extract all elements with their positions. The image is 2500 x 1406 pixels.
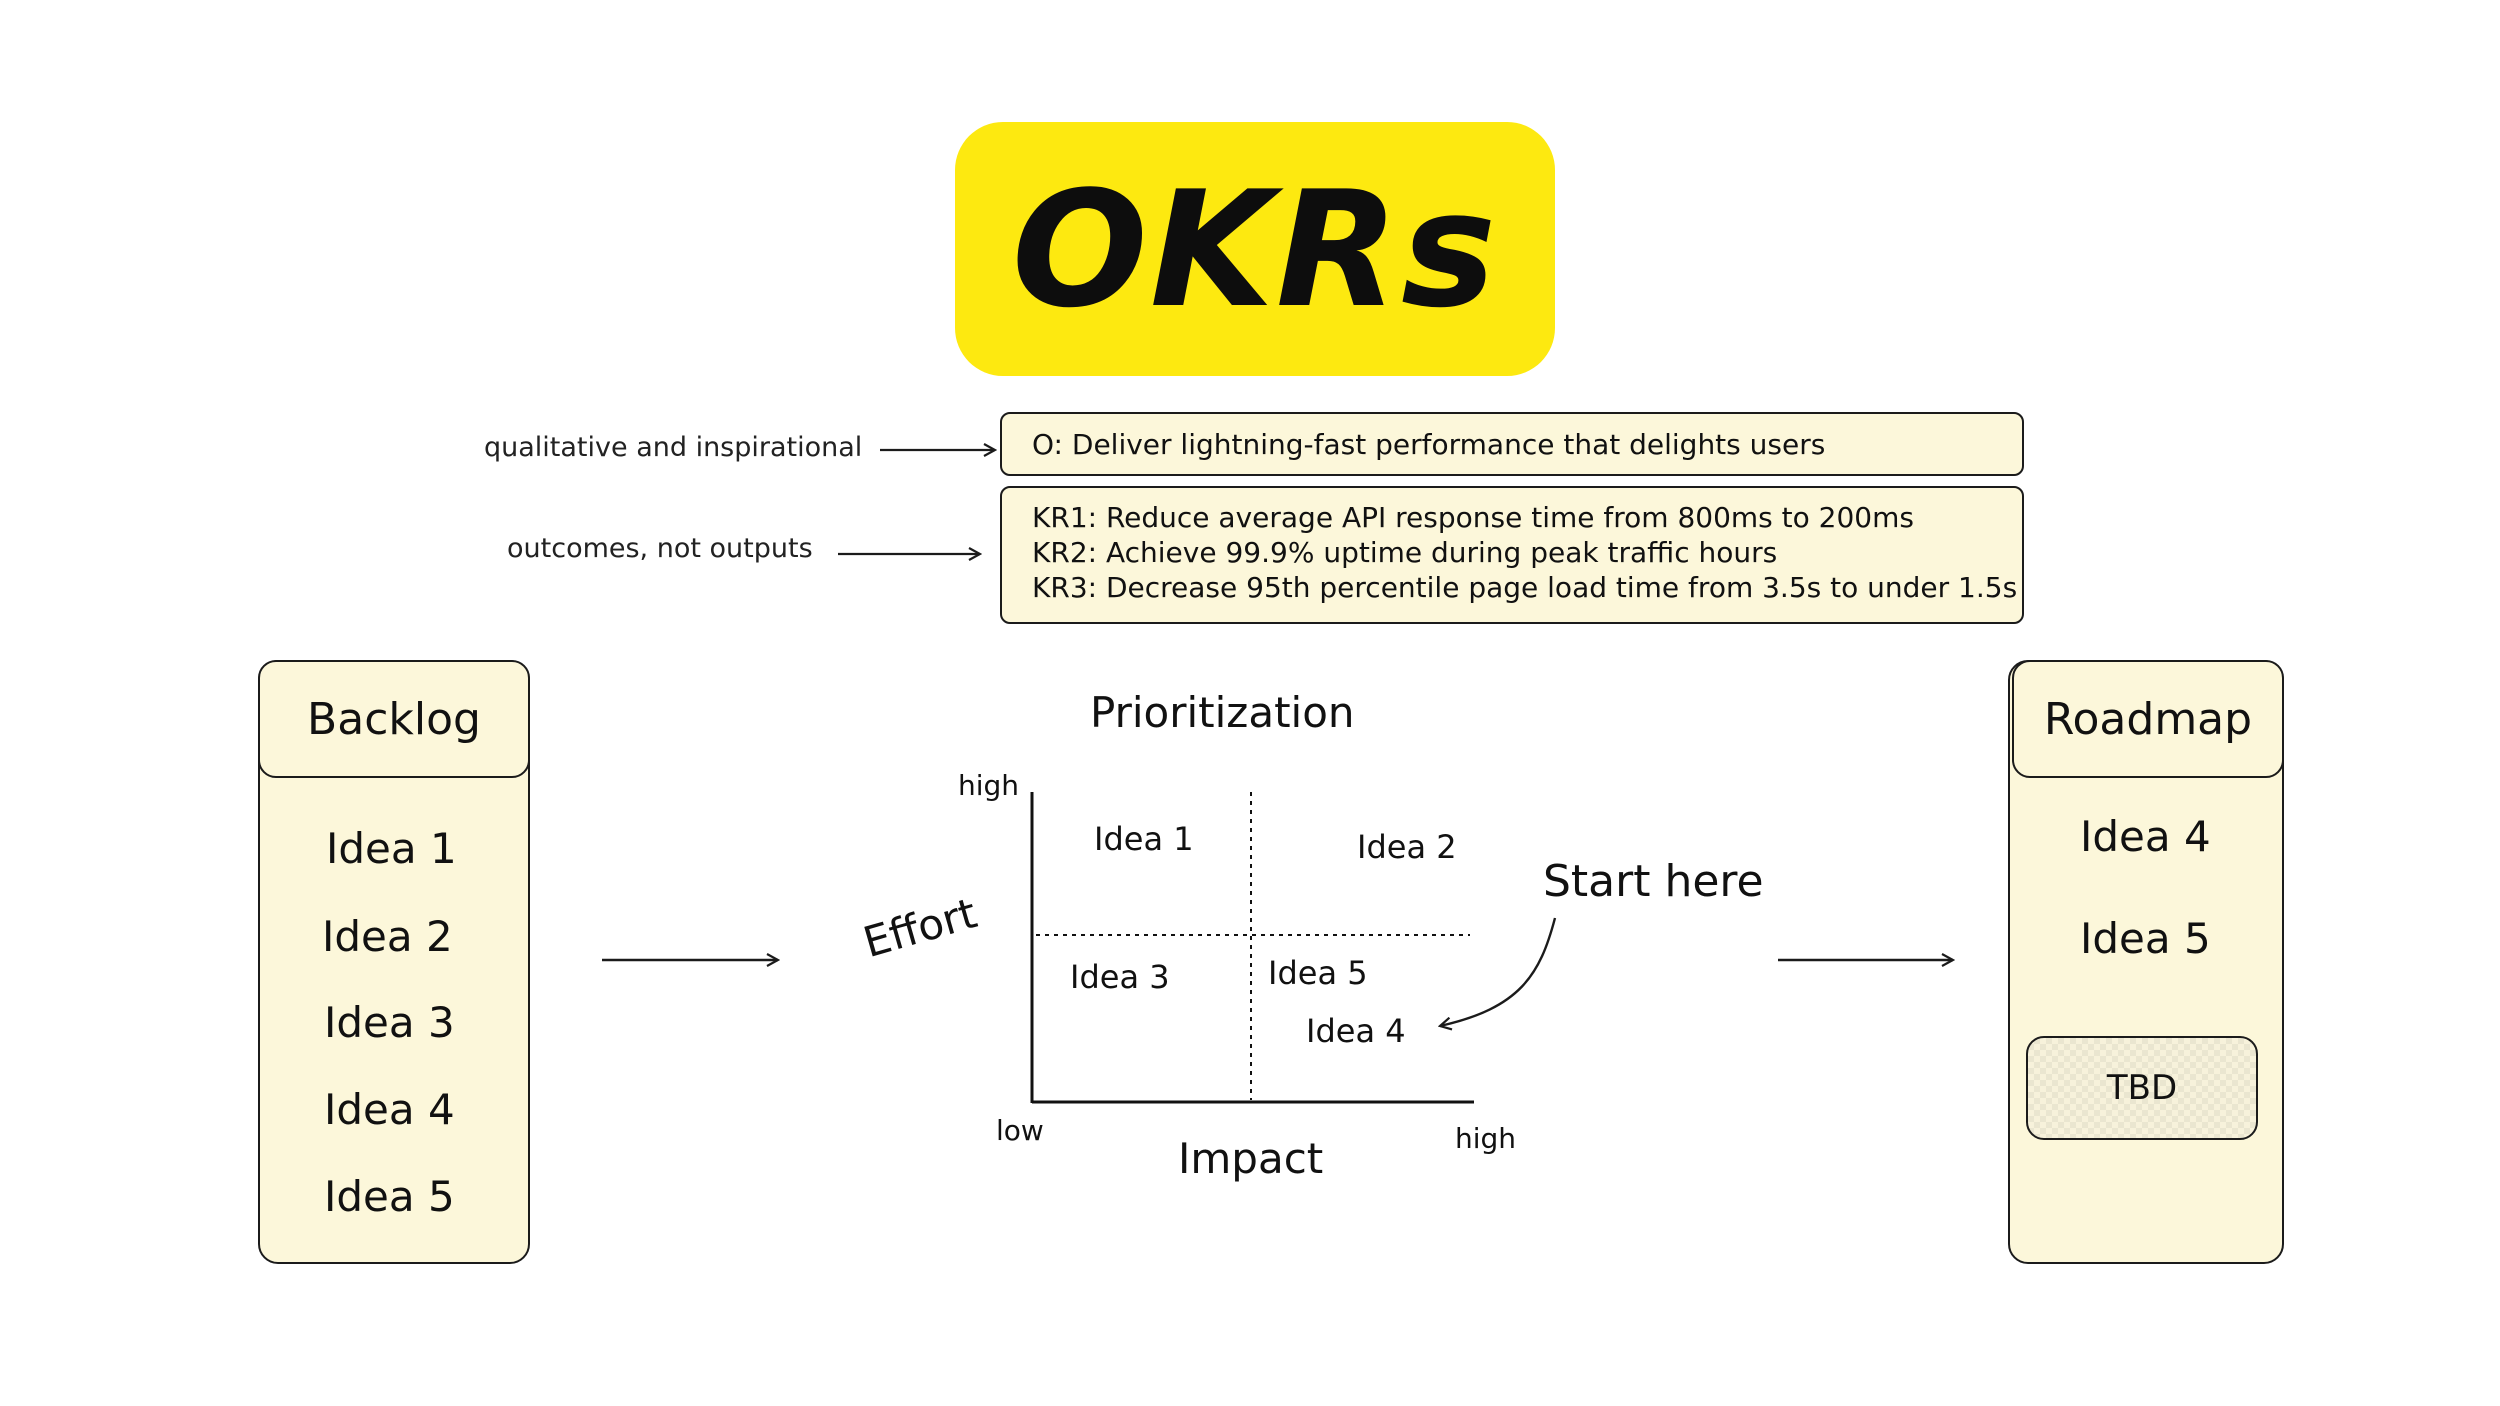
matrix-idea: Idea 4 xyxy=(1306,1012,1406,1050)
tbd-placeholder: TBD xyxy=(2026,1036,2258,1140)
objective-box: O: Deliver lightning-fast performance th… xyxy=(1000,412,2024,476)
backlog-item: Idea 3 xyxy=(324,998,455,1047)
start-here-arrow xyxy=(1440,917,1557,1026)
key-results-box: KR1: Reduce average API response time fr… xyxy=(1000,486,2024,624)
kr-annotation: outcomes, not outputs xyxy=(507,533,813,564)
key-result-2: KR2: Achieve 99.9% uptime during peak tr… xyxy=(1032,536,1778,569)
roadmap-item: Idea 5 xyxy=(2080,914,2211,963)
backlog-item: Idea 4 xyxy=(324,1085,455,1134)
okrs-title: OKRs xyxy=(1011,155,1499,343)
okrs-title-badge: OKRs xyxy=(955,122,1555,376)
objective-annotation: qualitative and inspirational xyxy=(484,432,863,463)
effort-high-tick: high xyxy=(958,769,1020,802)
matrix-idea: Idea 1 xyxy=(1094,820,1194,858)
backlog-header: Backlog xyxy=(258,660,530,778)
matrix-idea: Idea 3 xyxy=(1070,958,1170,996)
backlog-column: Backlog Idea 1 Idea 2 Idea 3 Idea 4 Idea… xyxy=(258,660,530,1264)
matrix-idea: Idea 2 xyxy=(1357,828,1457,866)
roadmap-column: Roadmap Idea 4 Idea 5 xyxy=(2008,660,2284,1264)
backlog-item: Idea 5 xyxy=(324,1172,455,1221)
matrix-idea: Idea 5 xyxy=(1268,954,1368,992)
backlog-item: Idea 1 xyxy=(326,824,457,873)
backlog-item: Idea 2 xyxy=(322,912,453,961)
start-here-callout: Start here xyxy=(1543,856,1764,907)
impact-low-tick: low xyxy=(996,1114,1044,1147)
roadmap-title: Roadmap xyxy=(2043,693,2253,745)
impact-axis-label: Impact xyxy=(1178,1134,1324,1183)
impact-high-tick: high xyxy=(1455,1122,1517,1155)
prioritization-title: Prioritization xyxy=(1090,688,1355,737)
tbd-label: TBD xyxy=(2106,1068,2178,1108)
objective-text: O: Deliver lightning-fast performance th… xyxy=(1032,427,1826,461)
roadmap-item: Idea 4 xyxy=(2080,812,2211,861)
backlog-title: Backlog xyxy=(307,693,481,745)
roadmap-header: Roadmap xyxy=(2012,660,2284,778)
key-result-1: KR1: Reduce average API response time fr… xyxy=(1032,501,1914,534)
key-result-3: KR3: Decrease 95th percentile page load … xyxy=(1032,571,2018,604)
